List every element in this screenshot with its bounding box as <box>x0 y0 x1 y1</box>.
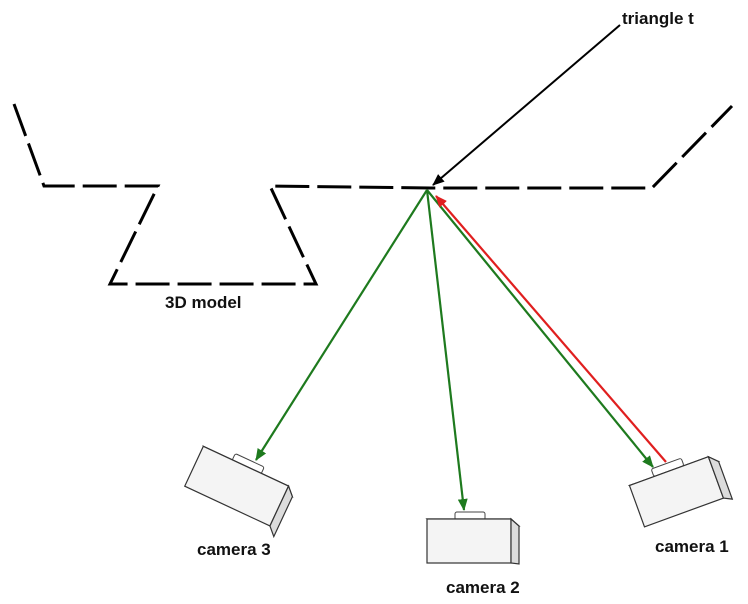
back-projection-ray <box>435 195 667 463</box>
ray-to-camera-1 <box>426 189 654 468</box>
camera-2-icon <box>425 511 521 565</box>
triangle-pointer-arrow <box>432 24 621 186</box>
model-label: 3D model <box>165 293 242 312</box>
triangle-label: triangle t <box>622 9 694 28</box>
camera-3-icon <box>183 445 294 539</box>
projection-rays <box>255 189 667 511</box>
camera-3-label: camera 3 <box>197 540 271 559</box>
ray-to-camera-2 <box>425 189 468 511</box>
ray-to-camera-3 <box>255 189 428 461</box>
camera-1-icon <box>627 455 734 528</box>
camera-2-label: camera 2 <box>446 578 520 597</box>
model-outline <box>12 103 734 286</box>
model-outline-left <box>12 103 734 286</box>
camera-1-label: camera 1 <box>655 537 729 556</box>
